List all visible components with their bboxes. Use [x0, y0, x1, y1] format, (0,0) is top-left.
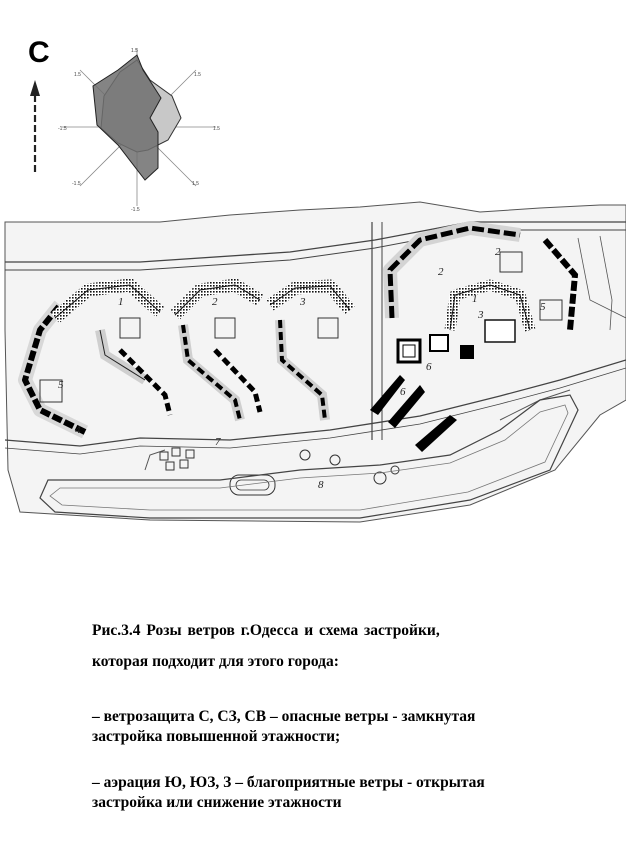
zone-number: 2 — [495, 246, 501, 258]
wind-rose-polygon-dark — [92, 54, 162, 181]
caption-title: Рис.3.4 Розы ветров г.Одесса и схема зас… — [92, 622, 440, 639]
caption-item-windbreak: – ветрозащита С, СЗ, СВ – опасные ветры … — [92, 708, 476, 745]
zone-number: 1 — [472, 293, 478, 305]
zone-number: 3 — [299, 296, 306, 308]
zone-number: 1 — [118, 296, 124, 308]
rose-tick-e: 1.5 — [213, 126, 220, 132]
rose-tick-se: 1.5 — [192, 181, 199, 187]
rose-tick-sw: -1.5 — [72, 181, 81, 187]
caption-item-aeration: – аэрация Ю, ЮЗ, З – благоприятные ветры… — [92, 774, 485, 811]
rose-tick-nw: 1.5 — [74, 72, 81, 78]
zone-number: 2 — [438, 266, 444, 278]
north-arrow-icon — [30, 80, 40, 172]
rose-tick-n: 1.5 — [131, 48, 138, 54]
zone-number: 3 — [477, 309, 484, 321]
caption-subtitle: которая подходит для этого города: — [92, 653, 339, 670]
north-label: С — [28, 36, 50, 69]
zone-number: 5 — [58, 379, 64, 391]
zone-number: 4 — [75, 424, 81, 436]
figure-illustration: С 1.5 1.5 1.5 1.5 -1.5 -1.5 1.5 -1.5 — [4, 36, 626, 523]
rose-tick-s: -1.5 — [131, 207, 140, 213]
zone-number: 6 — [400, 386, 406, 398]
zone-number: 8 — [318, 479, 324, 491]
zone-number: 7 — [215, 436, 221, 448]
rose-tick-ne: 1.5 — [194, 72, 201, 78]
zone-number: 6 — [426, 361, 432, 373]
wind-rose: 1.5 1.5 1.5 1.5 -1.5 -1.5 1.5 -1.5 — [58, 48, 220, 213]
rose-tick-w: -1.5 — [58, 126, 67, 132]
zone-number: 5 — [540, 301, 546, 313]
site-plan: 1 2 3 4 5 6 7 8 2 3 2 1 5 6 — [4, 201, 626, 523]
zone-number: 2 — [212, 296, 218, 308]
